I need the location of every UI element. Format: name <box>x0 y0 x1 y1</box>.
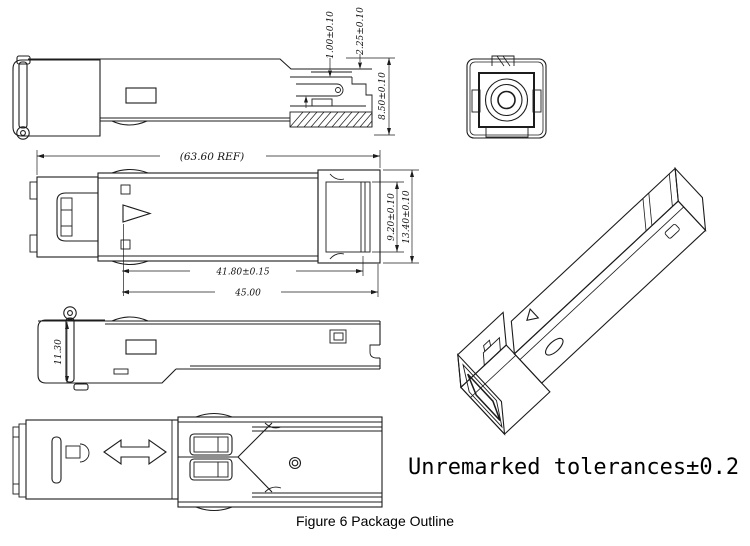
screw-hole <box>288 456 302 470</box>
dim-overall-length: (63.60 REF) <box>180 151 244 163</box>
dim-top-view <box>36 150 419 297</box>
dim-overall-width: 13.40±0.10 <box>402 190 412 244</box>
label-window-2 <box>125 339 157 355</box>
dim-height: 8.50±0.10 <box>378 72 388 120</box>
view-top-plan: (63.60 REF) 41.80±0.15 45.00 9.20±0.10 1… <box>29 150 419 299</box>
latch-marker <box>122 204 152 223</box>
module-body <box>97 172 319 262</box>
rear-block <box>317 169 381 264</box>
sc-port-frame <box>478 72 535 128</box>
sc-connector <box>36 176 99 258</box>
figure-caption: Figure 6 Package Outline <box>296 513 454 529</box>
iso-latch-marker <box>526 308 540 322</box>
ferrule-bore <box>497 90 516 110</box>
dim-body-length: 45.00 <box>234 289 261 299</box>
iso-side-slot <box>544 337 564 356</box>
bail-wire-2 <box>65 317 75 383</box>
bail-pivot-2 <box>63 306 77 320</box>
bottom-bump <box>111 120 148 126</box>
dim-flipped-view <box>65 322 69 383</box>
iso-sc-opening <box>467 373 501 422</box>
ferrule-outer <box>484 78 529 122</box>
label-window <box>125 87 157 104</box>
bail-wire <box>18 61 28 129</box>
tolerance-note: Unremarked tolerances±0.2 <box>408 455 740 480</box>
view-side-flipped: 11.30 <box>37 306 381 391</box>
view-bottom <box>12 412 383 512</box>
bail-pivot <box>16 126 30 140</box>
dim-latch-length: 41.80±0.15 <box>215 268 270 278</box>
dim-connector-height: 11.30 <box>54 339 64 365</box>
cross-section <box>289 76 373 128</box>
top-bump <box>111 316 149 322</box>
view-side-latch: 1.00±0.10 2.25±0.10 8.50±0.10 <box>12 7 395 140</box>
dim-slot: 1.00±0.10 <box>326 11 336 59</box>
dim-tab: 2.25±0.10 <box>356 7 366 56</box>
dim-side-view <box>304 54 395 136</box>
orientation-arrow <box>103 438 167 466</box>
module-body-bottom <box>177 416 383 508</box>
hatch-lines <box>289 111 373 128</box>
dim-body-width: 9.20±0.10 <box>387 193 397 241</box>
view-front-face <box>466 55 547 139</box>
view-isometric <box>457 166 707 436</box>
